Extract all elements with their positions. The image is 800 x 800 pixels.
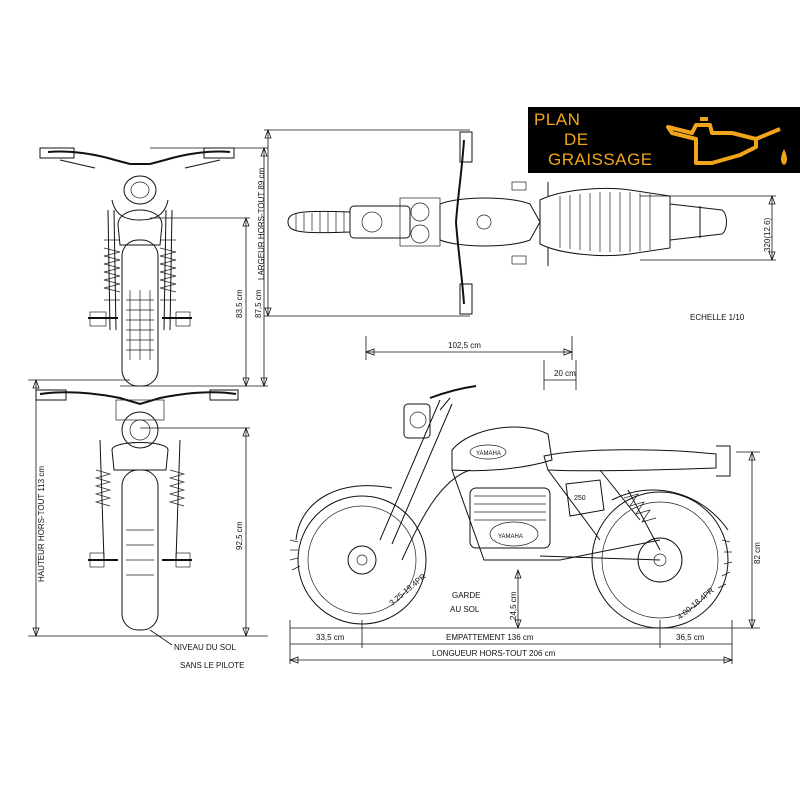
title-line-1: PLAN [534, 110, 581, 129]
title-badge: PLAN DE GRAISSAGE [528, 107, 800, 173]
oil-can-icon [666, 117, 787, 165]
front-height-a-label: 83,5 cm [235, 289, 244, 318]
side-view-dimensions: 102,5 cm 20 cm 82 cm GARDE AU SOL 24,5 c… [288, 336, 762, 664]
front-view [39, 147, 235, 387]
front-height-b-label: 87,5 cm [254, 289, 263, 318]
clearance-label: 24,5 cm [509, 591, 518, 620]
height-overall-label: HAUTEUR HORS-TOUT 113 cm [37, 466, 46, 582]
height-92-label: 92,5 cm [235, 521, 244, 550]
wheelbase-label: EMPATTEMENT 136 cm [446, 633, 534, 642]
rear-view-dimensions: HAUTEUR HORS-TOUT 113 cm 92,5 cm NIVEAU … [28, 378, 268, 670]
height-82-label: 82 cm [753, 542, 762, 564]
length-overall-label: LONGUEUR HORS-TOUT 206 cm [432, 649, 556, 658]
side-badge: 250 [574, 495, 586, 502]
front-tire-label: 3.25-19.4PR [388, 572, 428, 608]
front-overhang-label: 33,5 cm [316, 633, 345, 642]
rear-overhang-label: 36,5 cm [676, 633, 705, 642]
offset-20-label: 20 cm [554, 369, 576, 378]
tank-brand: YAMAHA [476, 451, 501, 457]
rear-view [35, 389, 239, 631]
scale-label: ECHELLE 1/10 [690, 313, 745, 322]
engine-brand: YAMAHA [498, 534, 523, 540]
ground-level-label: NIVEAU DU SOL [174, 643, 236, 652]
title-line-2: DE [564, 130, 589, 149]
side-view: YAMAHA YAMAHA 250 [289, 385, 733, 629]
seat-width-label: 320(12.6) [763, 217, 772, 252]
no-rider-label: SANS LE PILOTE [180, 661, 244, 670]
top-view [287, 131, 727, 315]
au-sol-label: AU SOL [450, 605, 480, 614]
rear-tire-label: 4.00-18.4PR [676, 586, 716, 622]
garde-label: GARDE [452, 591, 480, 600]
title-line-3: GRAISSAGE [548, 150, 653, 169]
top-view-dimensions: LARGEUR HORS-TOUT 89 cm 320(12.6) [257, 128, 776, 318]
width-overall-label: LARGEUR HORS-TOUT 89 cm [257, 167, 266, 280]
front-view-dimensions: 83,5 cm 87,5 cm [120, 146, 268, 388]
length-top-label: 102,5 cm [448, 341, 481, 350]
